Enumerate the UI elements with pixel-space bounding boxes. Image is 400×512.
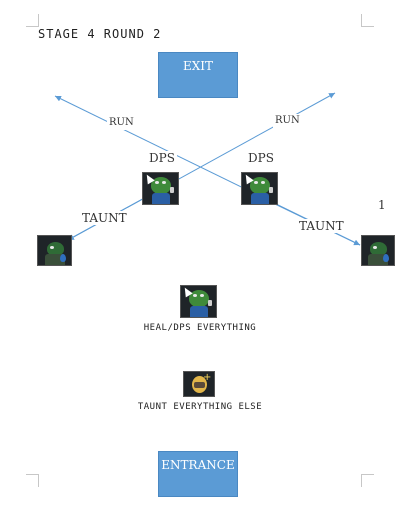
run-label-right: RUN: [273, 114, 302, 128]
frog-healer-icon: [180, 285, 217, 318]
taunt-caption: TAUNT EVERYTHING ELSE: [137, 402, 263, 412]
dps-label-left: DPS: [147, 151, 177, 165]
run-label-left: RUN: [107, 116, 136, 130]
entrance-box: ENTRANCE: [158, 451, 238, 497]
frog-tank-icon: [37, 235, 72, 266]
dps-label-right: DPS: [246, 151, 276, 165]
exit-box: EXIT: [158, 52, 238, 98]
taunt-label-right: TAUNT: [297, 219, 346, 233]
frog-dps-icon: [142, 172, 179, 205]
frog-dps-icon: [241, 172, 278, 205]
crop-mark-top-right: [361, 14, 374, 27]
shield-tank-icon: +: [183, 371, 215, 397]
crop-mark-bottom-left: [26, 474, 39, 487]
crop-mark-bottom-right: [361, 474, 374, 487]
frog-tank-icon: [361, 235, 395, 266]
stage-title: STAGE 4 ROUND 2: [38, 27, 162, 41]
taunt-label-left: TAUNT: [80, 211, 129, 225]
crop-mark-top-left: [26, 14, 39, 27]
page-number: 1: [378, 198, 386, 212]
heal-caption: HEAL/DPS EVERYTHING: [143, 323, 257, 333]
